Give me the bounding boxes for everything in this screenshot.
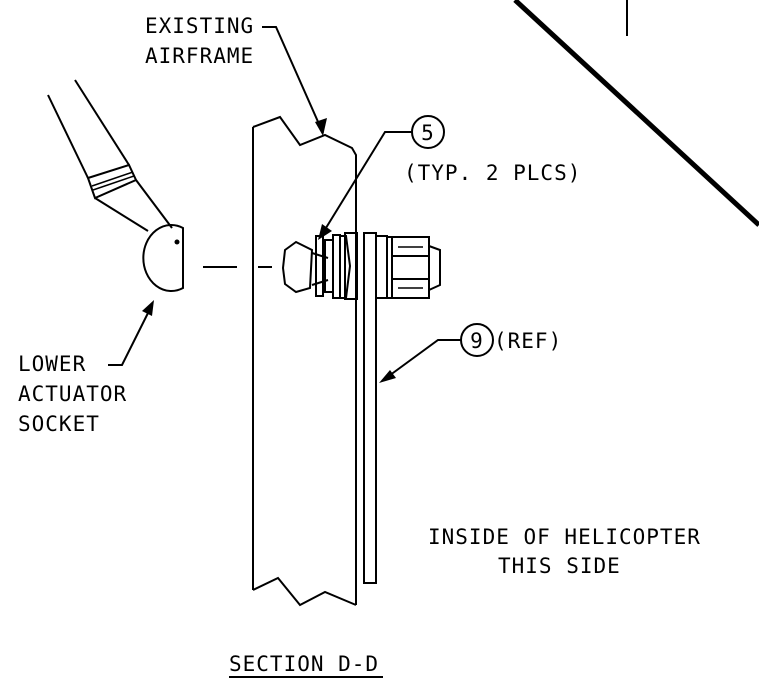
airframe-leader <box>262 26 327 136</box>
socket-label-line2: ACTUATOR <box>18 382 127 406</box>
diagonal-frame-line <box>513 0 759 227</box>
callout-5-number: 5 <box>421 121 435 145</box>
ball-stud-fitting <box>281 232 441 300</box>
section-title: SECTION D-D <box>229 652 379 676</box>
socket-label-line1: LOWER <box>18 352 86 376</box>
inside-label-line2: THIS SIDE <box>498 554 621 578</box>
callout-9 <box>379 323 494 383</box>
airframe-label-line1: EXISTING <box>145 14 254 38</box>
airframe-wall <box>252 115 357 607</box>
inside-label-line1: INSIDE OF HELICOPTER <box>428 525 701 549</box>
lower-actuator-socket <box>47 79 184 292</box>
airframe-label-line2: AIRFRAME <box>145 44 254 68</box>
reference-plate <box>363 232 377 584</box>
callout-5 <box>318 115 445 240</box>
callout-9-number: 9 <box>470 329 484 353</box>
socket-label-line3: SOCKET <box>18 412 100 436</box>
callout-5-note: (TYP. 2 PLCS) <box>404 161 581 185</box>
callout-9-note: (REF) <box>494 329 562 353</box>
socket-leader <box>108 300 154 366</box>
